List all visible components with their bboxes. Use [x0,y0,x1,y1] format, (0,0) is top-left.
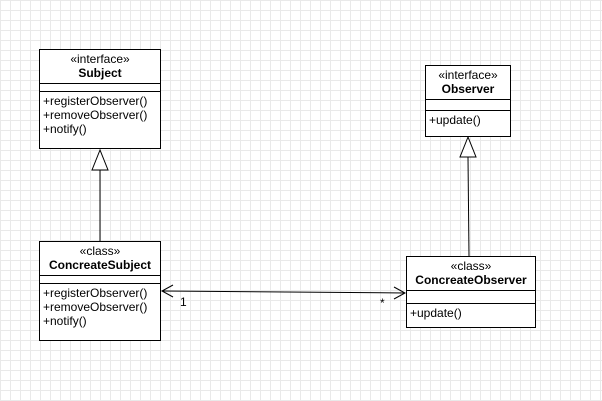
class-name-subject: Subject [78,66,122,80]
class-name-concreate-subject: ConcreateSubject [48,258,152,272]
operation: +removeObserver() [43,108,148,122]
stereotype-label: «interface» [70,52,130,66]
class-box-concreate-observer[interactable]: «class» ConcreateObserver +update() [406,256,536,328]
operation: +update() [429,113,481,127]
operations-compartment: +registerObserver() +removeObserver() +n… [40,91,160,138]
operation: +registerObserver() [43,286,148,300]
association-line [161,290,406,294]
operation: +removeObserver() [43,300,148,314]
class-name-concreate-observer: ConcreateObserver [415,273,527,287]
attributes-compartment [407,290,535,303]
operations-compartment: +update() [426,110,510,129]
multiplicity-subject-end: 1 [180,295,187,309]
class-header-subject: «interface» Subject [40,50,160,83]
operations-compartment: +update() [407,303,535,322]
operation: +notify() [43,122,87,136]
class-box-concreate-subject[interactable]: «class» ConcreateSubject +registerObserv… [39,241,161,341]
attributes-compartment [40,83,160,91]
class-header-concreate-observer: «class» ConcreateObserver [407,257,535,290]
attributes-compartment [40,275,160,283]
stereotype-label: «class» [79,244,121,258]
multiplicity-observer-end: * [380,296,385,310]
operation: +notify() [43,314,87,328]
association-arrow-right [393,286,407,300]
generalization-line-observer [467,156,470,257]
generalization-arrowhead-observer [459,135,477,158]
class-box-subject[interactable]: «interface» Subject +registerObserver() … [39,49,161,149]
operation: +registerObserver() [43,94,148,108]
class-header-observer: «interface» Observer [426,66,510,99]
generalization-arrowhead-subject [91,148,109,171]
stereotype-label: «interface» [438,68,498,82]
operation: +update() [410,306,462,320]
association-arrow-left [160,284,174,298]
class-box-observer[interactable]: «interface» Observer +update() [425,65,511,137]
operations-compartment: +registerObserver() +removeObserver() +n… [40,283,160,330]
class-name-observer: Observer [441,82,495,96]
class-header-concreate-subject: «class» ConcreateSubject [40,242,160,275]
stereotype-label: «class» [450,259,492,273]
attributes-compartment [426,99,510,110]
